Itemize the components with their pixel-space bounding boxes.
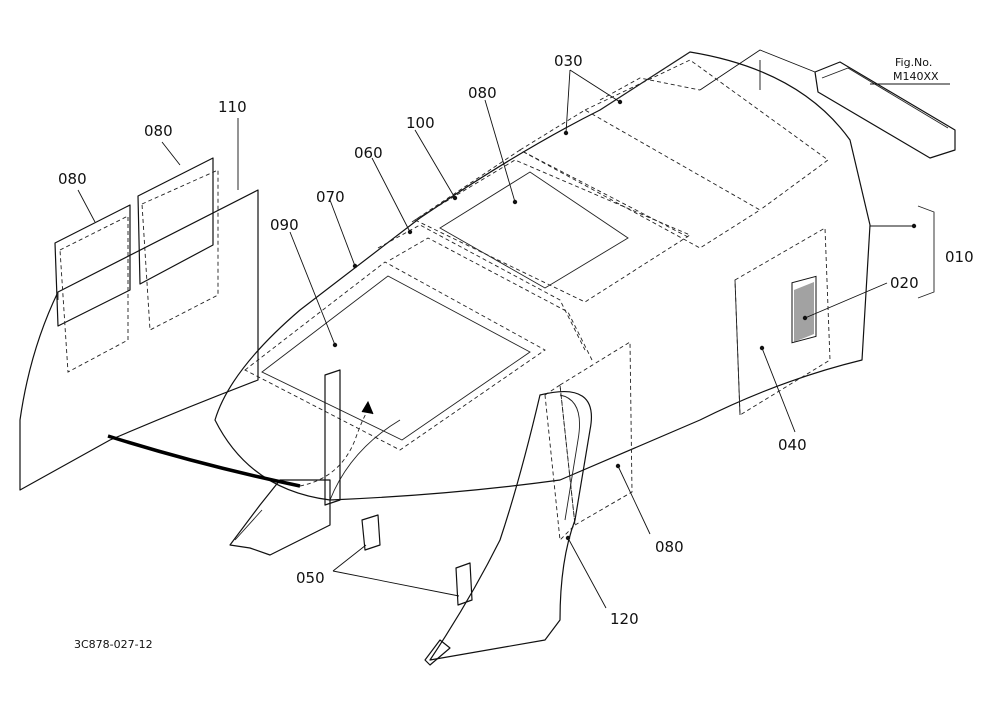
handle-leader-2 [699, 49, 816, 91]
rear-panel-110 [19, 189, 259, 491]
cabin-frame-060-070 [377, 149, 691, 361]
drawing-code: 3C878-027-12 [74, 638, 153, 651]
side-vent-020 [791, 275, 817, 344]
callout-030: 030 [554, 52, 583, 70]
hinge-050-b [455, 562, 473, 606]
callout-080-left: 080 [58, 170, 87, 188]
fig-number: M140XX [893, 70, 939, 83]
hinge-050-a [361, 514, 381, 551]
callout-080-roof: 080 [468, 84, 497, 102]
callout-060: 060 [354, 144, 383, 162]
callout-120: 120 [610, 610, 639, 628]
callout-050: 050 [296, 569, 325, 587]
callout-080-side: 080 [655, 538, 684, 556]
callout-110: 110 [218, 98, 247, 116]
bracket-010 [917, 205, 935, 299]
rear-bracket-assembly [229, 369, 341, 556]
roof-window-100-080 [414, 159, 691, 303]
seal-strip [107, 400, 374, 488]
leader-dots [332, 99, 917, 541]
callout-020: 020 [890, 274, 919, 292]
roof-top-030 [519, 59, 829, 249]
side-door-040 [734, 227, 831, 416]
leader-lines [77, 69, 914, 609]
callout-090: 090 [270, 216, 299, 234]
rear-window-left [54, 204, 131, 373]
callout-010: 010 [945, 248, 974, 266]
fig-label: Fig.No. [895, 56, 932, 69]
callout-080-left-top: 080 [144, 122, 173, 140]
callout-100: 100 [406, 114, 435, 132]
callout-070: 070 [316, 188, 345, 206]
front-pillar [424, 391, 592, 666]
rear-window-right [137, 157, 219, 331]
cabin-front-glass-090 [244, 261, 546, 451]
grab-handle [814, 61, 956, 159]
side-panel-080-120 [544, 341, 633, 541]
callout-040: 040 [778, 436, 807, 454]
